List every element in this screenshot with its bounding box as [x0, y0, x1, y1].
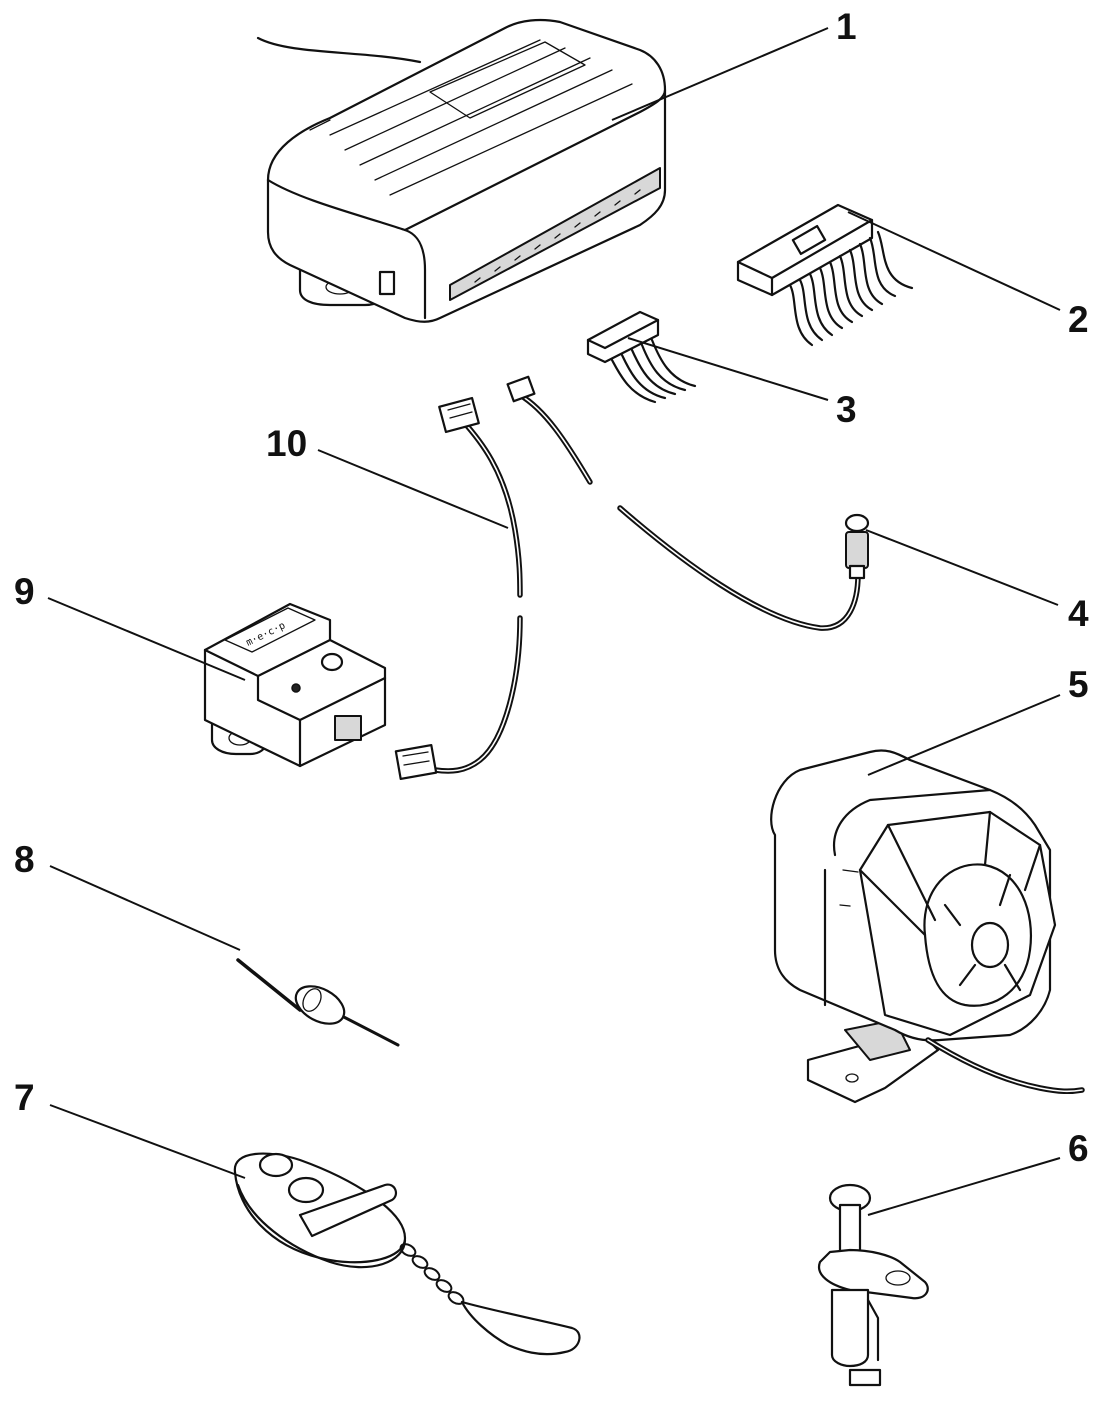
leader-line-10: [317, 449, 509, 529]
part-3-small-connector: [586, 310, 697, 404]
callout-label-10: 10: [266, 423, 307, 464]
part-7-remote-key-fob: [233, 1152, 581, 1356]
part-2-main-connector: [736, 203, 914, 347]
leader-line-5: [867, 694, 1061, 776]
callout-6: 6: [867, 1128, 1089, 1216]
leader-line-7: [49, 1104, 246, 1179]
callout-3: 3: [627, 337, 857, 430]
callout-label-5: 5: [1068, 664, 1089, 705]
callout-label-7: 7: [14, 1077, 35, 1118]
callout-5: 5: [867, 664, 1089, 776]
callout-7: 7: [14, 1077, 246, 1179]
leader-line-3: [627, 337, 829, 401]
leader-line-8: [49, 865, 241, 951]
leader-line-6: [867, 1157, 1061, 1216]
callout-label-1: 1: [836, 6, 857, 47]
callout-label-9: 9: [14, 571, 35, 612]
callout-1: 1: [611, 6, 857, 121]
part-4-led-indicator: [617, 505, 870, 631]
part-9-shock-sensor: m·e·c·p: [203, 602, 387, 768]
leader-line-4: [865, 529, 1059, 606]
callout-label-6: 6: [1068, 1128, 1089, 1169]
part-5-siren: [770, 749, 1085, 1104]
callout-label-8: 8: [14, 839, 35, 880]
part-6-pin-switch: [817, 1183, 929, 1387]
callout-2: 2: [847, 211, 1089, 340]
callout-label-3: 3: [836, 389, 857, 430]
callout-label-4: 4: [1068, 593, 1089, 634]
part-1-control-unit: [256, 18, 667, 323]
callout-8: 8: [14, 839, 241, 951]
callout-9: 9: [14, 571, 246, 681]
callout-10: 10: [266, 423, 509, 529]
part-10-wire-harness: [394, 375, 593, 781]
leader-line-9: [47, 597, 246, 681]
leader-line-1: [611, 27, 829, 121]
part-8-inline-diode: [236, 958, 400, 1047]
callout-4: 4: [865, 529, 1089, 634]
callout-label-2: 2: [1068, 299, 1089, 340]
leader-line-2: [847, 211, 1061, 311]
